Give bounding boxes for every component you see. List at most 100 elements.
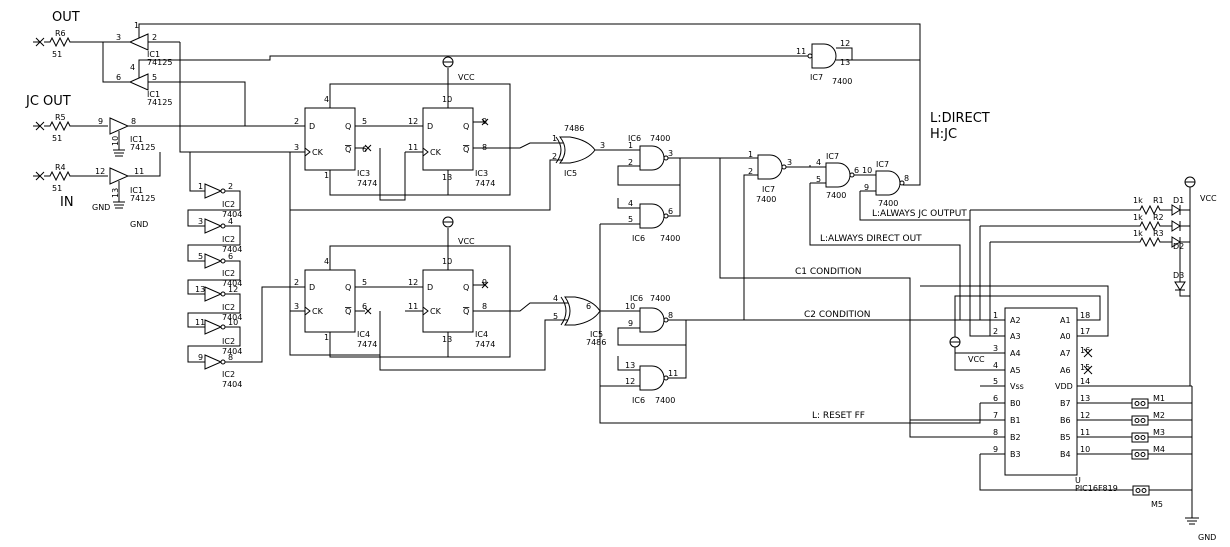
ff-pin-label: CK — [312, 307, 324, 316]
mcu-pin-number: 1 — [993, 311, 998, 320]
pin-number: 13 — [625, 361, 635, 370]
wire — [289, 159, 560, 211]
part-ref: IC2 — [222, 200, 235, 209]
jumper-m2[interactable] — [1131, 415, 1149, 426]
part-type: 7404 — [222, 347, 242, 356]
part-ref: IC2 — [222, 303, 235, 312]
pin-number: 2 — [552, 152, 557, 161]
mcu-pin-number: 17 — [1080, 327, 1090, 336]
pin-number: 13 — [840, 58, 850, 67]
pin-number: 9 — [628, 319, 633, 328]
resistor-value: 1k — [1133, 229, 1143, 238]
label-always-jc: L:ALWAYS JC OUTPUT — [872, 209, 967, 219]
ground-icon — [1185, 517, 1199, 525]
pin-number: 10 — [442, 257, 452, 266]
part-ref: IC1 — [130, 135, 143, 144]
pin-number: 8 — [228, 353, 233, 362]
jumper-m5[interactable] — [1132, 485, 1150, 496]
part-type: 7400 — [655, 396, 675, 405]
flipflop-ic4-a: D CK Q Q 2 3 4 1 5 6 IC4 7474 — [290, 257, 420, 349]
jumper-m4[interactable] — [1131, 449, 1149, 460]
part-type: 74125 — [130, 194, 155, 203]
pin-number: 8 — [904, 174, 909, 183]
nand-ic6-d: 13 12 11 IC6 7400 — [600, 345, 687, 405]
part-type: 7400 — [660, 234, 680, 243]
pin-number: 12 — [408, 278, 418, 287]
part-type: 7486 — [564, 124, 584, 133]
pin-number: 3 — [668, 149, 673, 158]
part-ref: IC7 — [876, 160, 889, 169]
label-in: IN — [60, 195, 74, 210]
xor-gate-icon — [564, 296, 601, 326]
pin-number: 1 — [628, 141, 633, 150]
resistor-ref: R5 — [55, 113, 66, 122]
wire — [179, 42, 290, 153]
part-ref: IC2 — [222, 337, 235, 346]
mcu-pin-name: A1 — [1060, 316, 1071, 325]
ff-pin-label: CK — [430, 307, 442, 316]
vcc-label: VCC — [458, 237, 475, 246]
pin-number: 4 — [628, 199, 633, 208]
jumper-label: M2 — [1153, 411, 1165, 420]
pin-number: 4 — [816, 158, 821, 167]
mcu-pin-name: B1 — [1010, 416, 1021, 425]
pin-number: 13 — [111, 188, 120, 198]
pin-number: 2 — [152, 33, 157, 42]
inverter-icon — [204, 286, 223, 302]
ff-pin-label: D — [309, 122, 315, 131]
mcu-pin-name: Vss — [1010, 382, 1024, 391]
nand-gate-icon — [639, 145, 665, 171]
mcu-ref: U — [1075, 476, 1081, 485]
jumper-label: M3 — [1153, 428, 1165, 437]
part-ref: IC2 — [222, 235, 235, 244]
pin-number: 11 — [134, 167, 144, 176]
pin-number: 11 — [796, 47, 806, 56]
nand-ic7-b: 4 5 6 IC7 7400 — [809, 152, 980, 321]
wire — [138, 55, 810, 68]
xor-ic5-b: 4 5 6 IC5 7486 — [553, 294, 640, 347]
pin-number: 3 — [294, 143, 299, 152]
gnd-label: GND — [1198, 533, 1216, 542]
pin-number: 12 — [625, 377, 635, 386]
resistor-value: 51 — [52, 50, 62, 59]
flipflop-ic4-b: D CK Q Q 12 11 10 13 9 8 IC4 7474 — [405, 228, 560, 357]
pin-number: 4 — [228, 217, 233, 226]
wire — [599, 224, 981, 424]
mcu-pin-number: 16 — [1080, 346, 1090, 355]
pin-number: 4 — [324, 95, 329, 104]
part-ref: IC3 — [357, 169, 370, 178]
vcc-top-ff: VCC — [329, 56, 511, 196]
led-d3b-icon — [1174, 281, 1186, 291]
ff-pin-label: Q — [463, 122, 469, 131]
mcu-pin-name: B3 — [1010, 450, 1021, 459]
jumper-m1[interactable] — [1131, 398, 1149, 409]
pin-number: 10 — [625, 302, 635, 311]
jumpers: M1 M2 M3 M4 M5 GND — [1131, 386, 1216, 542]
part-type: 74125 — [147, 58, 172, 67]
buffer-icon — [109, 167, 130, 185]
nand-ic7-a: 1 2 3 IC7 7400 — [719, 150, 980, 438]
label-c2-condition: C2 CONDITION — [804, 310, 871, 320]
flipflop-ic3-a: D CK Q Q 2 3 4 1 5 6 IC3 7474 — [290, 95, 420, 188]
jumper-m3[interactable] — [1131, 432, 1149, 443]
inverter-icon — [204, 183, 223, 199]
ff-pin-label: D — [427, 122, 433, 131]
nand-gate-icon — [811, 43, 837, 69]
pin-number: 3 — [787, 158, 792, 167]
buffer-icon — [109, 117, 130, 135]
part-ref: IC6 — [628, 134, 641, 143]
pin-number: 6 — [228, 252, 233, 261]
mcu-pin-name: B5 — [1060, 433, 1071, 442]
mcu-pin-name: B0 — [1010, 399, 1021, 408]
pin-number: 13 — [195, 285, 205, 294]
pin-number: 5 — [628, 215, 633, 224]
label-c1-condition: C1 CONDITION — [795, 267, 862, 277]
ff-pin-label: Q — [345, 283, 351, 292]
part-ref: IC7 — [810, 73, 823, 82]
pin-number: 1 — [324, 333, 329, 342]
flipflop-ic3-b: D CK Q Q 12 11 10 13 9 8 IC3 7474 — [405, 68, 555, 195]
resistor-ref: R6 — [55, 29, 66, 38]
part-type: 7404 — [222, 313, 242, 322]
mcu-pin-number: 12 — [1080, 411, 1090, 420]
mcu-pin-name: A7 — [1060, 349, 1071, 358]
